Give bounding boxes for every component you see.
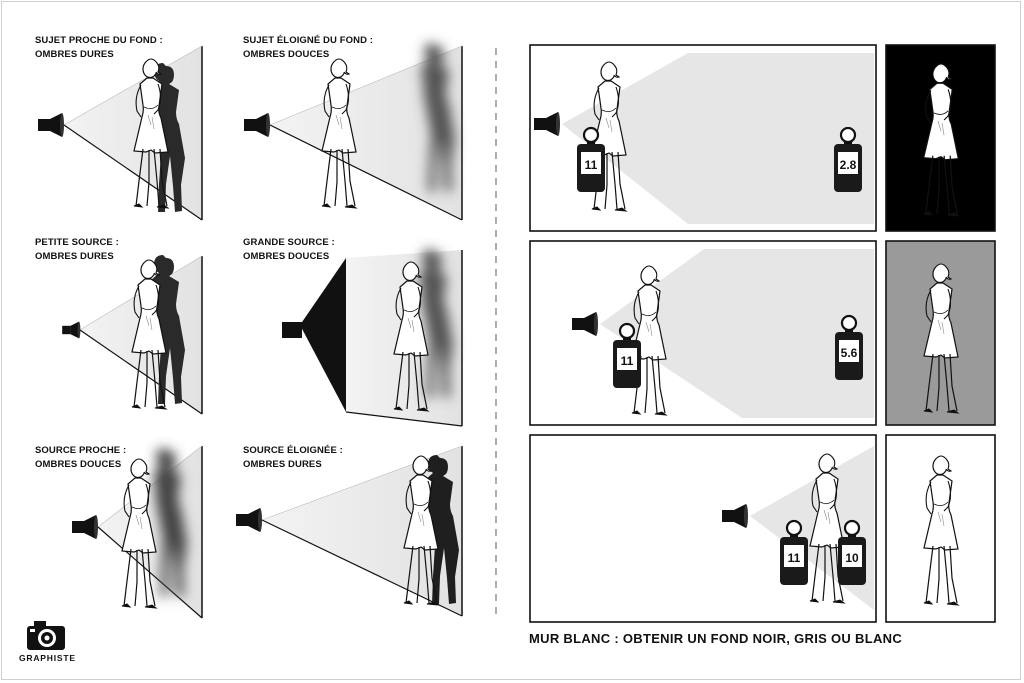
- caption-large-source: GRANDE SOURCE : OMBRES DOUCES: [243, 236, 335, 264]
- caption-far-wall: SUJET ÉLOIGNÉ DU FOND : OMBRES DOUCES: [243, 34, 373, 62]
- caption-subtitle: OMBRES DURES: [35, 251, 114, 262]
- lamp-icon: [38, 113, 64, 137]
- setup-gray-background: 11 5.6: [529, 240, 996, 426]
- logo-label: GRAPHISTE: [19, 653, 76, 663]
- setup-black-background: 11 2.8: [529, 44, 996, 232]
- bottom-title: MUR BLANC : OBTENIR UN FOND NOIR, GRIS O…: [529, 631, 903, 646]
- caption-title: GRANDE SOURCE :: [243, 237, 335, 248]
- caption-title: PETITE SOURCE :: [35, 237, 119, 248]
- meter-reading-background: 5.6: [841, 346, 858, 360]
- meter-reading-subject: 11: [788, 551, 801, 565]
- model-figure: [321, 58, 357, 209]
- caption-subtitle: OMBRES DOUCES: [35, 459, 122, 470]
- caption-subtitle: OMBRES DOUCES: [243, 49, 330, 60]
- diagram-near-wall: [38, 45, 203, 221]
- caption-title: SUJET ÉLOIGNÉ DU FOND :: [243, 35, 374, 46]
- caption-near-wall: SUJET PROCHE DU FOND : OMBRES DURES: [35, 34, 163, 62]
- lamp-icon: [72, 515, 98, 539]
- lamp-icon: [236, 508, 262, 532]
- caption-subtitle: OMBRES DURES: [35, 49, 114, 60]
- caption-title: SUJET PROCHE DU FOND :: [35, 35, 163, 46]
- setup-white-background: 11 10: [529, 434, 996, 623]
- diagram-near-source: [72, 445, 203, 619]
- caption-near-source: SOURCE PROCHE : OMBRES DOUCES: [35, 444, 126, 472]
- diagram-far-wall: [244, 43, 463, 221]
- diagram-small-source: [62, 255, 203, 415]
- caption-title: SOURCE PROCHE :: [35, 445, 127, 456]
- diagram-large-source: [282, 249, 463, 427]
- caption-small-source: PETITE SOURCE : OMBRES DURES: [35, 236, 119, 264]
- caption-far-source: SOURCE ÉLOIGNÉE : OMBRES DURES: [243, 444, 343, 472]
- model-figure: [121, 458, 157, 609]
- diagram-far-source: [236, 445, 463, 617]
- caption-title: SOURCE ÉLOIGNÉE :: [243, 445, 343, 456]
- meter-reading-background: 2.8: [840, 158, 857, 172]
- softbox-icon: [300, 258, 346, 412]
- caption-subtitle: OMBRES DURES: [243, 459, 322, 470]
- camera-icon: [27, 621, 65, 650]
- meter-reading-subject: 11: [585, 158, 598, 172]
- caption-subtitle: OMBRES DOUCES: [243, 251, 330, 262]
- meter-reading-subject: 11: [621, 354, 634, 368]
- lamp-icon: [244, 113, 270, 137]
- small-lamp-icon: [62, 321, 81, 339]
- meter-reading-background: 10: [845, 551, 859, 565]
